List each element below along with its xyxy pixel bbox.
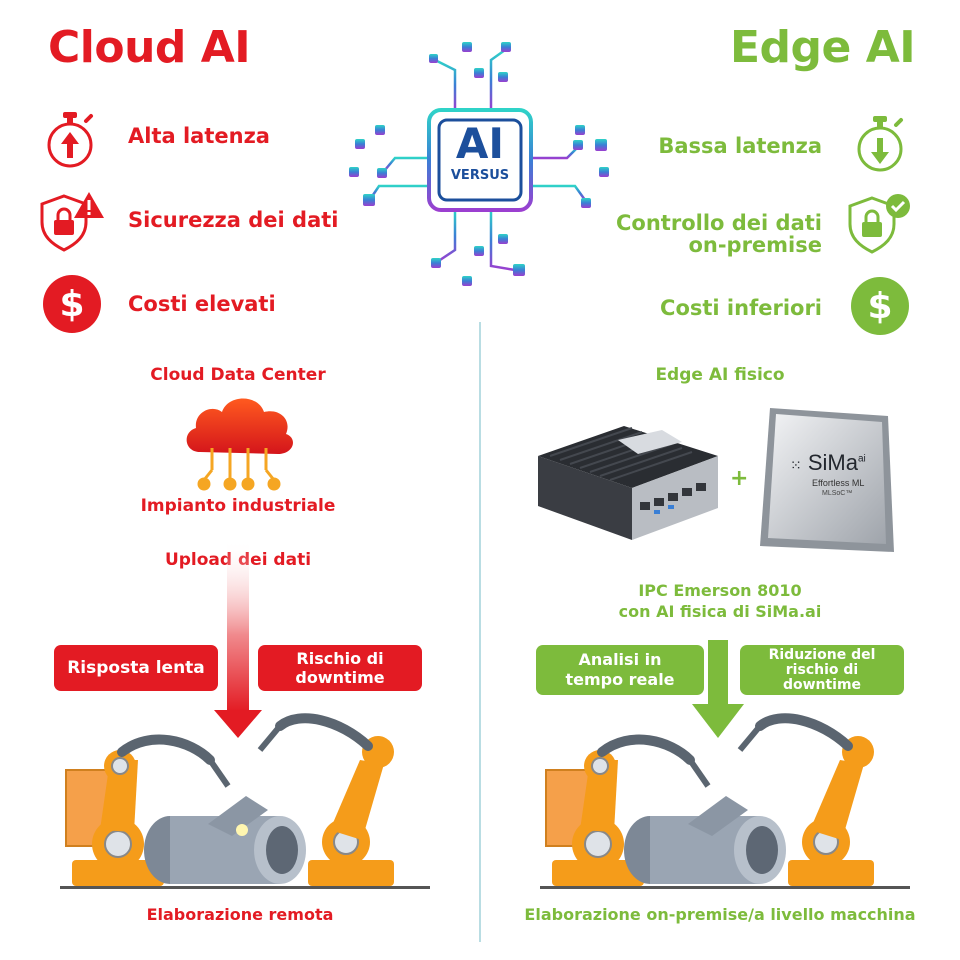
sima-chip-model: MLSoC™ bbox=[822, 490, 853, 497]
realtime-analysis-box: Analisi in tempo reale bbox=[536, 645, 704, 695]
upload-arrow-icon bbox=[210, 540, 266, 740]
ipc-caption-line1: IPC Emerson 8010 bbox=[638, 581, 802, 600]
svg-text:$: $ bbox=[59, 284, 84, 325]
sima-brand-text: SiMa bbox=[807, 450, 858, 475]
cloud-ai-title: Cloud AI bbox=[48, 22, 251, 73]
feature-high-latency: Alta latenza bbox=[128, 124, 270, 148]
slow-response-label: Risposta lenta bbox=[67, 658, 205, 678]
cloud-data-center-label: Cloud Data Center bbox=[150, 365, 326, 385]
edge-down-arrow-icon bbox=[690, 640, 746, 740]
sima-dots-icon: ⁙ bbox=[790, 457, 802, 473]
dollar-icon: $ bbox=[42, 274, 102, 334]
stopwatch-down-icon bbox=[850, 114, 910, 174]
shield-lock-check-icon bbox=[844, 192, 914, 256]
slow-response-box: Risposta lenta bbox=[54, 645, 218, 691]
center-divider bbox=[479, 322, 481, 942]
sima-chip-brand: ⁙ SiMaai bbox=[790, 450, 866, 476]
edge-ai-title: Edge AI bbox=[730, 22, 916, 73]
downtime-reduction-label: Riduzione del rischio di downtime bbox=[768, 646, 876, 693]
chip-ai-text: AI bbox=[455, 119, 505, 168]
shield-lock-warning-icon bbox=[36, 190, 106, 254]
feature-onprem-data-control: Controllo dei dati on-premise bbox=[616, 211, 822, 257]
cloud-icon bbox=[178, 388, 298, 496]
downtime-reduction-box: Riduzione del rischio di downtime bbox=[740, 645, 904, 695]
chip-versus-text: VERSUS bbox=[450, 168, 510, 183]
realtime-analysis-label: Analisi in tempo reale bbox=[565, 650, 675, 689]
dollar-icon: $ bbox=[850, 276, 910, 336]
svg-text:$: $ bbox=[867, 286, 892, 327]
sima-chip-tagline: Effortless ML bbox=[812, 478, 865, 488]
physical-edge-ai-label: Edge AI fisico bbox=[655, 365, 785, 385]
welding-robots-illustration bbox=[60, 700, 430, 892]
downtime-risk-box: Rischio di downtime bbox=[258, 645, 422, 691]
downtime-risk-label: Rischio di downtime bbox=[295, 649, 385, 687]
sima-chip-image bbox=[752, 400, 902, 560]
feature-low-latency: Bassa latenza bbox=[658, 134, 822, 158]
plus-sign: + bbox=[730, 466, 749, 491]
stopwatch-up-icon bbox=[40, 110, 100, 170]
remote-processing-label: Elaborazione remota bbox=[146, 905, 334, 924]
onprem-processing-label: Elaborazione on-premise/a livello macchi… bbox=[524, 905, 916, 924]
feature-data-security: Sicurezza dei dati bbox=[128, 208, 339, 232]
ipc-caption-line2: con AI fisica di SiMa.ai bbox=[618, 602, 822, 621]
feature-high-costs: Costi elevati bbox=[128, 292, 276, 316]
industrial-plant-label: Impianto industriale bbox=[140, 496, 336, 516]
ipc-device-image bbox=[528, 412, 724, 544]
welding-robots-illustration bbox=[540, 700, 910, 892]
ai-versus-chip-icon bbox=[345, 30, 615, 292]
sima-brand-sup: ai bbox=[857, 453, 866, 465]
feature-lower-costs: Costi inferiori bbox=[660, 296, 822, 320]
